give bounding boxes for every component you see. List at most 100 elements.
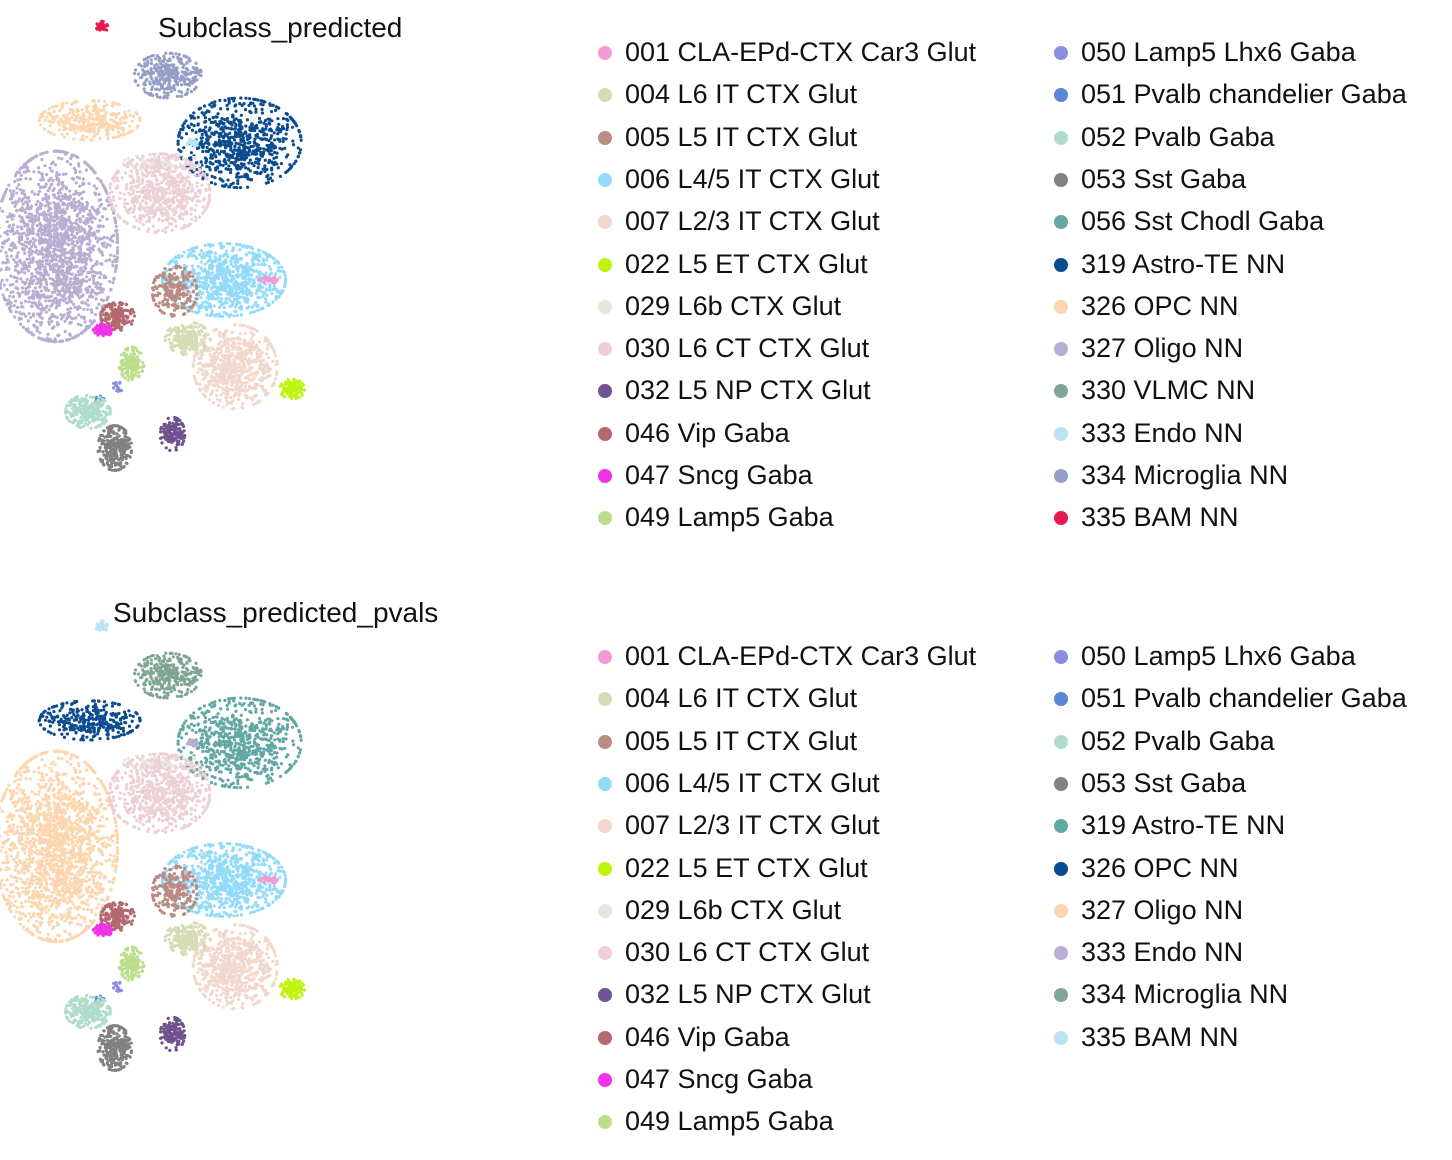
scatter-point	[164, 227, 167, 230]
scatter-point	[228, 242, 231, 245]
scatter-point	[190, 218, 193, 221]
scatter-point	[40, 213, 43, 216]
scatter-point	[232, 270, 235, 273]
scatter-point	[65, 277, 68, 280]
scatter-point	[263, 132, 266, 135]
scatter-point	[255, 275, 258, 278]
scatter-point	[247, 270, 250, 273]
scatter-point	[180, 91, 183, 94]
scatter-point	[66, 315, 69, 318]
scatter-point	[92, 105, 95, 108]
scatter-point	[26, 327, 29, 330]
scatter-point	[33, 193, 36, 196]
scatter-point	[24, 177, 27, 180]
scatter-point	[150, 77, 153, 80]
scatter-point	[17, 183, 20, 186]
scatter-point	[152, 82, 155, 85]
scatter-point	[40, 158, 43, 161]
scatter-point	[88, 295, 91, 298]
scatter-point	[135, 169, 138, 172]
scatter-point	[13, 304, 16, 307]
scatter-point	[211, 157, 214, 160]
scatter-point	[66, 132, 69, 135]
scatter-point	[237, 172, 240, 175]
scatter-point	[73, 288, 76, 291]
scatter-point	[223, 306, 226, 309]
scatter-point	[49, 177, 52, 180]
scatter-point	[245, 173, 248, 176]
scatter-point	[102, 225, 105, 228]
scatter-point	[133, 200, 136, 203]
scatter-point	[57, 271, 60, 274]
scatter-point	[216, 286, 219, 289]
scatter-point	[30, 219, 33, 222]
scatter-point	[37, 183, 40, 186]
scatter-point	[145, 78, 148, 81]
scatter-point	[44, 278, 47, 281]
scatter-point	[72, 240, 75, 243]
scatter-point	[220, 303, 223, 306]
scatter-point	[174, 79, 177, 82]
scatter-point	[170, 164, 173, 167]
scatter-point	[208, 198, 211, 201]
scatter-point	[65, 271, 68, 274]
scatter-point	[59, 232, 62, 235]
scatter-point	[112, 136, 115, 139]
scatter-point	[151, 286, 154, 289]
scatter-point	[44, 194, 47, 197]
scatter-point	[241, 245, 244, 248]
scatter-point	[185, 286, 188, 289]
scatter-point	[260, 155, 263, 158]
scatter-point	[32, 314, 35, 317]
scatter-point	[116, 246, 119, 249]
scatter-point	[233, 145, 236, 148]
scatter-point	[230, 280, 233, 283]
scatter-point	[176, 66, 179, 69]
scatter-point	[201, 133, 204, 136]
scatter-point	[66, 312, 69, 315]
scatter-point	[187, 175, 190, 178]
scatter-point	[11, 201, 14, 204]
scatter-point	[175, 260, 178, 263]
scatter-point	[134, 111, 137, 114]
scatter-point	[252, 145, 255, 148]
scatter-point	[62, 114, 65, 117]
scatter-point	[58, 109, 61, 112]
scatter-point	[194, 174, 197, 177]
scatter-point	[22, 163, 25, 166]
scatter-point	[16, 291, 19, 294]
scatter-point	[97, 225, 100, 228]
scatter-point	[186, 201, 189, 204]
scatter-point	[231, 150, 234, 153]
scatter-point	[235, 142, 238, 145]
scatter-point	[299, 134, 302, 137]
scatter-point	[96, 240, 99, 243]
scatter-point	[255, 152, 258, 155]
scatter-point	[118, 103, 121, 106]
scatter-point	[195, 285, 198, 288]
scatter-point	[213, 100, 216, 103]
scatter-point	[194, 311, 197, 314]
scatter-point	[32, 333, 35, 336]
scatter-point	[5, 188, 8, 191]
scatter-point	[162, 176, 165, 179]
scatter-point	[192, 247, 195, 250]
scatter-point	[195, 297, 198, 300]
scatter-point	[205, 146, 208, 149]
scatter-point	[37, 218, 40, 221]
scatter-point	[222, 140, 225, 143]
scatter-point	[105, 199, 108, 202]
scatter-point	[215, 143, 218, 146]
scatter-point	[258, 249, 261, 252]
scatter-point	[261, 263, 264, 266]
scatter-point	[179, 95, 182, 98]
scatter-point	[262, 151, 265, 154]
scatter-point	[199, 74, 202, 77]
scatter-point	[286, 170, 289, 173]
scatter-point	[32, 295, 35, 298]
scatter-point	[93, 131, 96, 134]
scatter-point	[32, 241, 35, 244]
scatter-point	[126, 222, 129, 225]
scatter-point	[112, 234, 115, 237]
scatter-point	[55, 207, 58, 210]
